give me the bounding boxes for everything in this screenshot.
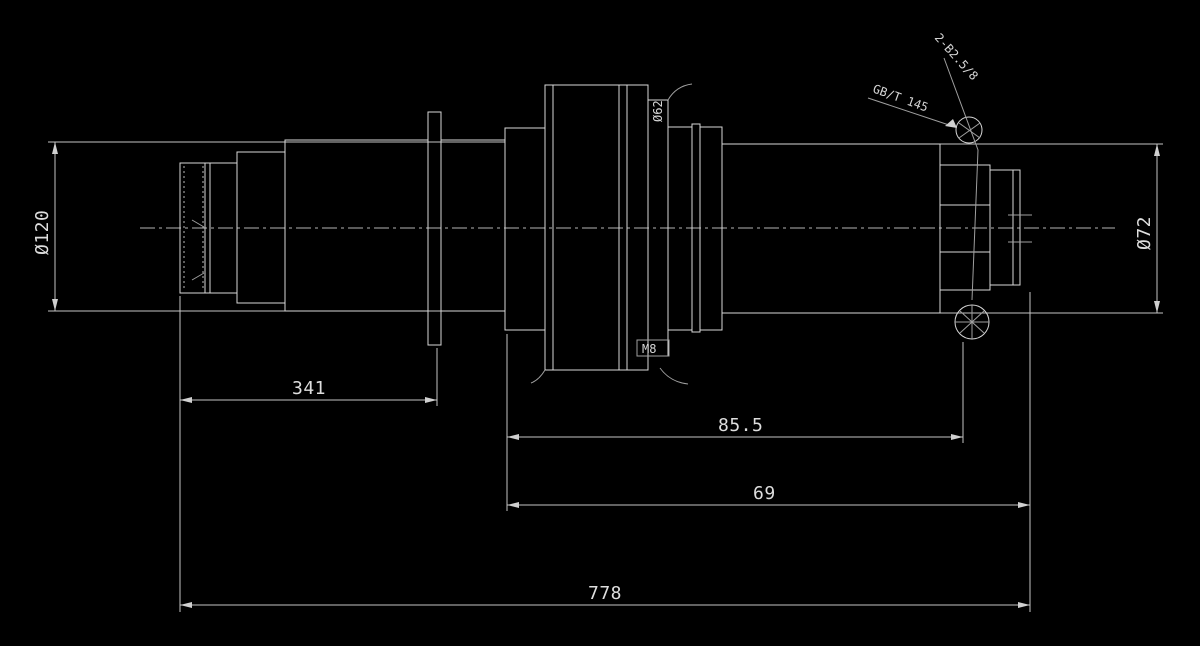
dimension-seg1: 341 bbox=[180, 378, 437, 403]
shaft-collar bbox=[284, 139, 429, 312]
extension-lines bbox=[48, 141, 1163, 612]
seg3-length-label: 69 bbox=[753, 483, 776, 504]
tick-mark-2 bbox=[191, 272, 205, 281]
leader-arrow-1 bbox=[945, 119, 957, 128]
center-hole-symbol-top bbox=[955, 116, 983, 144]
seg2-length-label: 85.5 bbox=[718, 415, 763, 436]
shaft-geometry bbox=[179, 83, 1032, 385]
fillet-arc-top bbox=[667, 83, 693, 101]
dimension-total: 778 bbox=[180, 583, 1030, 608]
dimension-left-diameter: Ø120 bbox=[32, 142, 58, 311]
total-length-label: 778 bbox=[588, 583, 622, 604]
left-diameter-label: Ø120 bbox=[32, 210, 53, 255]
center-hole-symbol-bottom bbox=[954, 304, 990, 340]
shaft-section-6 bbox=[504, 127, 546, 331]
leader-note-upper-label: 2-B2.5/8 bbox=[932, 31, 981, 83]
right-diameter-label: Ø72 bbox=[1134, 216, 1155, 250]
fillet-arc-right bbox=[659, 367, 689, 385]
hub-diameter-note-label: Ø62 bbox=[651, 100, 665, 122]
shaft-end-section bbox=[989, 169, 1021, 286]
seg1-length-label: 341 bbox=[292, 378, 326, 399]
leader-line-1 bbox=[867, 97, 953, 127]
fillet-arc-left bbox=[530, 369, 546, 384]
feature-notes: Ø62 M8 bbox=[636, 100, 670, 357]
thread-note-box bbox=[636, 339, 670, 357]
tick-mark-1 bbox=[191, 219, 205, 228]
dimension-seg3: 69 bbox=[507, 483, 1030, 508]
leader-line-2 bbox=[943, 57, 979, 301]
shaft-section-5 bbox=[440, 139, 506, 312]
dimension-right-diameter: Ø72 bbox=[1134, 144, 1160, 313]
thread-note-label: M8 bbox=[642, 342, 656, 356]
dimension-seg2: 85.5 bbox=[507, 415, 963, 440]
leader-note-lower-label: GB/T 145 bbox=[871, 82, 930, 115]
